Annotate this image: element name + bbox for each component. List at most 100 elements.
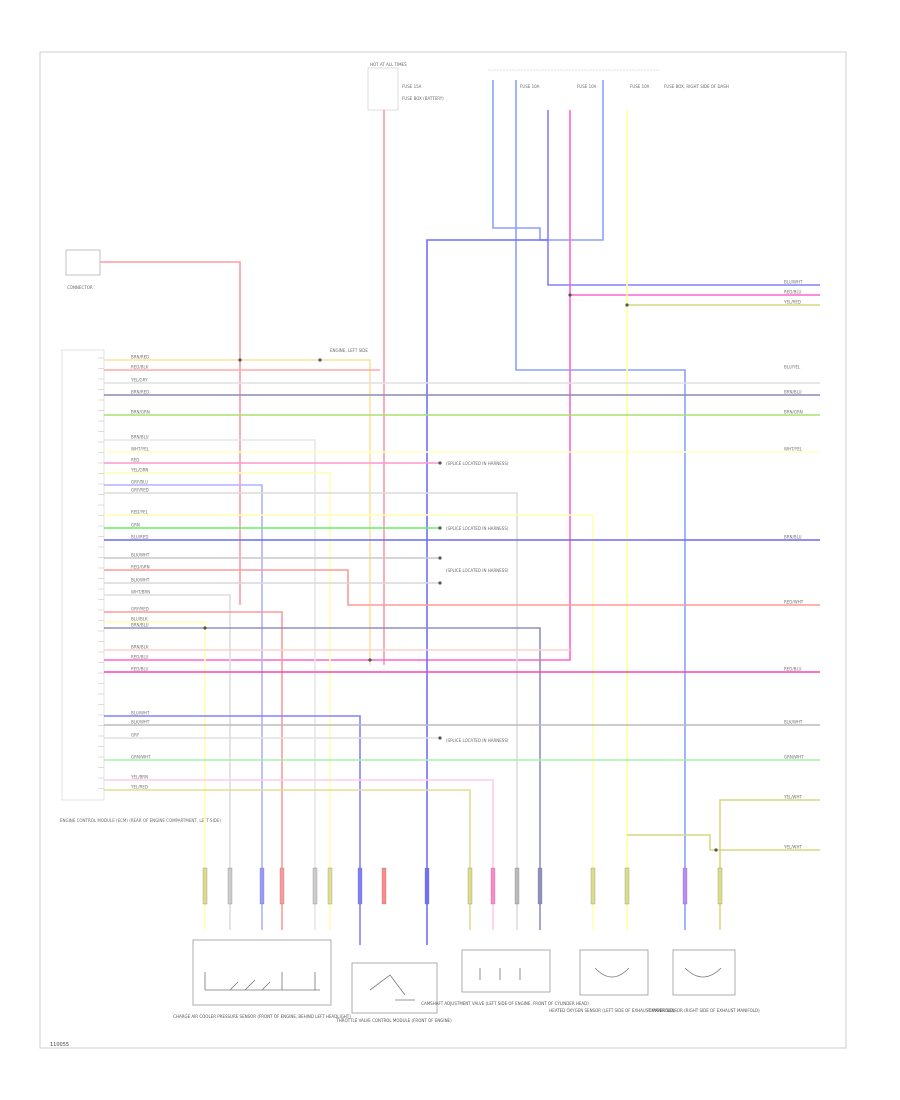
wire	[104, 569, 820, 606]
component-heated-o2-sensor: HEATED OXYGEN SENSOR (LEFT SIDE OF EXHAU…	[549, 949, 675, 1013]
wire	[515, 80, 686, 930]
wire	[104, 439, 316, 930]
wire	[104, 627, 541, 930]
splice-note-4: (SPLICE LOCATED IN HARNESS)	[446, 738, 509, 743]
diagram-frame	[39, 51, 847, 1049]
pin-stub	[590, 867, 596, 905]
wire-label: YEL/GRY	[130, 378, 148, 383]
wire-label: BLK/WHT	[131, 578, 150, 583]
fuse-right-note: FUSE BOX, RIGHT SIDE OF DASH	[664, 84, 729, 89]
wire-label: WHT/YEL	[131, 447, 150, 452]
wire-label: RED/BLK	[131, 365, 149, 370]
fuse-b-label: FUSE 10A	[577, 84, 597, 89]
pin-stub	[202, 867, 208, 905]
wire-label: BLU/RED	[131, 535, 148, 540]
fuse-box-title: HOT AT ALL TIMES	[370, 62, 407, 67]
component-label: THROTTLE VALVE CONTROL MODULE (FRONT OF …	[335, 1018, 452, 1023]
component-throttle-module: THROTTLE VALVE CONTROL MODULE (FRONT OF …	[335, 962, 452, 1023]
wire-label: BLU/BLK	[131, 617, 148, 622]
wire	[104, 472, 331, 930]
wire	[627, 834, 820, 851]
pin-stub	[717, 867, 723, 905]
fuse-a-label: FUSE 10A	[520, 84, 540, 89]
wire-label: RED/YEL	[131, 510, 149, 515]
right-wire-label: YEL/WHT	[783, 845, 803, 850]
wire	[104, 779, 494, 930]
right-wire-label: BRN/BLU	[784, 535, 802, 540]
wire	[426, 239, 548, 945]
wire-label: BLK/WHT	[131, 720, 150, 725]
component-label: CAMSHAFT ADJUSTMENT VALVE (LEFT SIDE OF …	[421, 1001, 589, 1006]
wire	[104, 715, 361, 945]
pin-stub	[514, 867, 520, 905]
pin-stub	[312, 867, 318, 905]
component-o2-sensor: OXYGEN SENSOR (RIGHT SIDE OF EXHAUST MAN…	[648, 949, 760, 1013]
pin-stub	[327, 867, 333, 905]
wire-group	[100, 80, 820, 945]
fuse-block: HOT AT ALL TIMES FUSE 15A FUSE BOX (BATT…	[367, 62, 729, 111]
wire-label: RED	[131, 458, 139, 463]
wire-label: GRY/RED	[131, 607, 149, 612]
right-wire-label: YEL/RED	[783, 300, 801, 305]
ecm-pins	[98, 357, 104, 789]
junctions	[203, 293, 718, 852]
right-edge-labels: BLU/WHTRED/BLUYEL/REDBLU/YELBRN/BLUBRN/G…	[783, 280, 804, 850]
pin-stub	[424, 867, 430, 905]
right-wire-label: GRN/WHT	[784, 755, 804, 760]
page-code: 110055	[50, 1042, 69, 1048]
component-charge-air-sensor: CHARGE AIR COOLER PRESSURE SENSOR (FRONT…	[173, 939, 351, 1019]
wire	[104, 594, 231, 930]
splice-note-3: (SPLICE LOCATED IN HARNESS)	[446, 568, 509, 573]
pin-stub	[381, 867, 387, 905]
wire-label: BRN/GRN	[131, 410, 150, 415]
fuse-left-label: FUSE 15A	[402, 84, 422, 89]
wire-label: RED/BLU	[131, 655, 149, 660]
wire-label: BRN/BLU	[131, 435, 149, 440]
wire	[104, 621, 206, 930]
wire	[104, 611, 283, 930]
pin-stub	[357, 867, 363, 905]
wire-label: BRN/RED	[131, 390, 149, 395]
fuse-left-note: FUSE BOX (BATTERY)	[402, 96, 444, 101]
wire-label: RED/BLU	[131, 667, 149, 672]
component-label: CHARGE AIR COOLER PRESSURE SENSOR (FRONT…	[173, 1014, 351, 1019]
wire-label: GRY/RED	[131, 488, 149, 493]
pin-stub	[682, 867, 688, 905]
fuse-c-label: FUSE 10A	[630, 84, 650, 89]
splice-note-1: (SPLICE LOCATED IN HARNESS)	[446, 461, 509, 466]
wire-label: YEL/BRN	[130, 775, 148, 780]
pin-stub	[467, 867, 473, 905]
wire	[492, 80, 604, 241]
pin-stub	[259, 867, 265, 905]
wire-label: GRY	[131, 733, 140, 738]
wire	[104, 110, 571, 661]
wire-label: WHT/BRN	[131, 590, 150, 595]
right-wire-label: BRN/GRN	[784, 410, 803, 415]
wire-label: GRN/WHT	[131, 755, 151, 760]
wire-labels: BRN/REDRED/BLKYEL/GRYBRN/REDBRN/GRNBRN/B…	[130, 355, 151, 790]
wire	[100, 261, 241, 605]
wire-label: BLU/WHT	[131, 711, 150, 716]
right-wire-label: BLU/YEL	[784, 365, 801, 370]
right-wire-label: YEL/WHT	[783, 795, 803, 800]
right-wire-label: RED/BLU	[784, 290, 802, 295]
component-label: OXYGEN SENSOR (RIGHT SIDE OF EXHAUST MAN…	[648, 1008, 760, 1013]
wire-label: GRY/BLU	[131, 480, 148, 485]
wire-label: BRN/BLK	[131, 645, 149, 650]
ecm-connector	[61, 349, 105, 801]
right-wire-label: BLK/WHT	[784, 720, 803, 725]
right-wire-label: RED/WHT	[784, 600, 804, 605]
wire-label: YEL/GRN	[130, 468, 148, 473]
ecm-label: ENGINE CONTROL MODULE (ECM) (REAR OF ENG…	[60, 818, 221, 823]
wire-label: BLK/WHT	[131, 553, 150, 558]
pin-stub	[624, 867, 630, 905]
connector-block-label: CONNECTOR	[67, 285, 93, 290]
pin-stub	[490, 867, 496, 905]
right-wire-label: RED/BLU	[784, 667, 802, 672]
splice-note-2: (SPLICE LOCATED IN HARNESS)	[446, 526, 509, 531]
wire	[104, 359, 371, 665]
right-wire-label: WHT/YEL	[784, 447, 803, 452]
wire	[104, 484, 263, 930]
pin-stubs	[202, 867, 723, 905]
